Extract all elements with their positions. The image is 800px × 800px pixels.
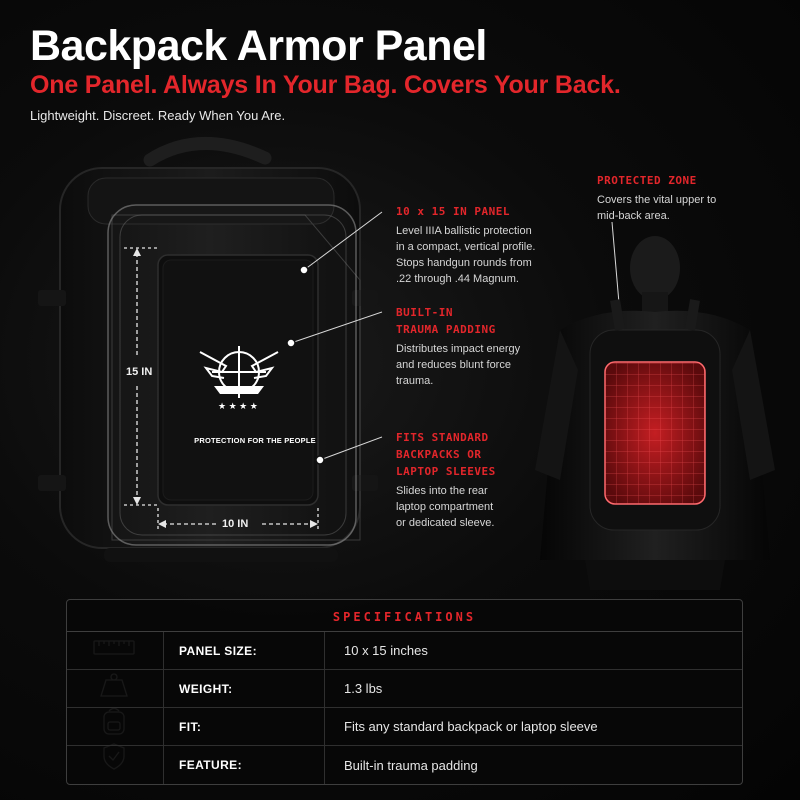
ruler-icon-cell [67,632,164,669]
callout-text: Covers the vital upper to [597,194,717,206]
spec-label: FIT: [164,708,325,745]
spec-label: PANEL SIZE: [164,632,325,669]
page-title: Backpack Armor Panel [30,22,487,70]
callout-protected-zone: PROTECTED ZONE Covers the vital upper to… [597,172,716,224]
callout-text: or dedicated sleeve. [396,517,495,529]
spec-label: WEIGHT: [164,670,325,707]
protected-zone-panel [604,361,706,505]
table-row: PANEL SIZE: 10 x 15 inches [67,632,742,670]
callout-text: and reduces blunt force [396,359,511,371]
callout-text: .22 through .44 Magnum. [396,273,519,285]
table-row: FEATURE: Built-in trauma padding [67,746,742,784]
callout-panel-size: 10 x 15 IN PANEL Level IIIA ballistic pr… [396,203,535,287]
callout-text: Distributes impact energy [396,343,521,355]
spec-value: 1.3 lbs [344,681,383,696]
callout-text: Stops handgun rounds from [396,257,532,269]
table-row: WEIGHT: 1.3 lbs [67,670,742,708]
backpack-icon-cell [67,708,164,745]
callout-heading: FITS STANDARD [396,431,489,444]
callout-heading: LAPTOP SLEEVES [396,465,496,478]
height-dimension [124,247,158,506]
weight-icon-cell [67,670,164,707]
backpack-illustration [38,137,378,562]
callout-heading: BACKPACKS OR [396,448,482,461]
page-subtitle: One Panel. Always In Your Bag. Covers Yo… [30,71,621,99]
width-label: 10 IN [222,518,249,530]
callout-heading: TRAUMA PADDING [396,323,496,336]
height-label: 15 IN [126,366,153,378]
callout-text: laptop compartment [396,501,494,513]
callout-fit: FITS STANDARD BACKPACKS OR LAPTOP SLEEVE… [396,429,496,531]
spec-value: Built-in trauma padding [344,757,478,773]
spec-label: FEATURE: [164,746,325,784]
spec-value: 10 x 15 inches [344,643,428,658]
callout-heading: BUILT-IN [396,306,453,319]
panel-logo: ★ ★ ★ ★ [199,346,279,411]
shield-check-icon-cell [67,746,164,784]
specifications-table: SPECIFICATIONS PANEL SIZE: 10 x 15 inche… [66,599,743,785]
callout-trauma-padding: BUILT-IN TRAUMA PADDING Distributes impa… [396,304,520,389]
callout-text: Slides into the rear [396,485,488,497]
callout-heading: PROTECTED ZONE [597,174,697,187]
tagline: Lightweight. Discreet. Ready When You Ar… [30,108,286,123]
callout-text: mid-back area. [597,210,670,222]
table-row: FIT: Fits any standard backpack or lapto… [67,708,742,746]
specifications-title: SPECIFICATIONS [67,600,742,632]
panel-logo-text: PROTECTION FOR THE PEOPLE [194,436,316,445]
width-dimension [157,508,319,532]
callout-text: in a compact, vertical profile. [396,241,536,253]
svg-text:★ ★ ★ ★: ★ ★ ★ ★ [218,401,258,411]
callout-heading: 10 x 15 IN PANEL [396,205,510,218]
callout-text: Level IIIA ballistic protection [396,225,532,237]
spec-value: Fits any standard backpack or laptop sle… [344,719,598,734]
callout-text: trauma. [396,375,434,387]
